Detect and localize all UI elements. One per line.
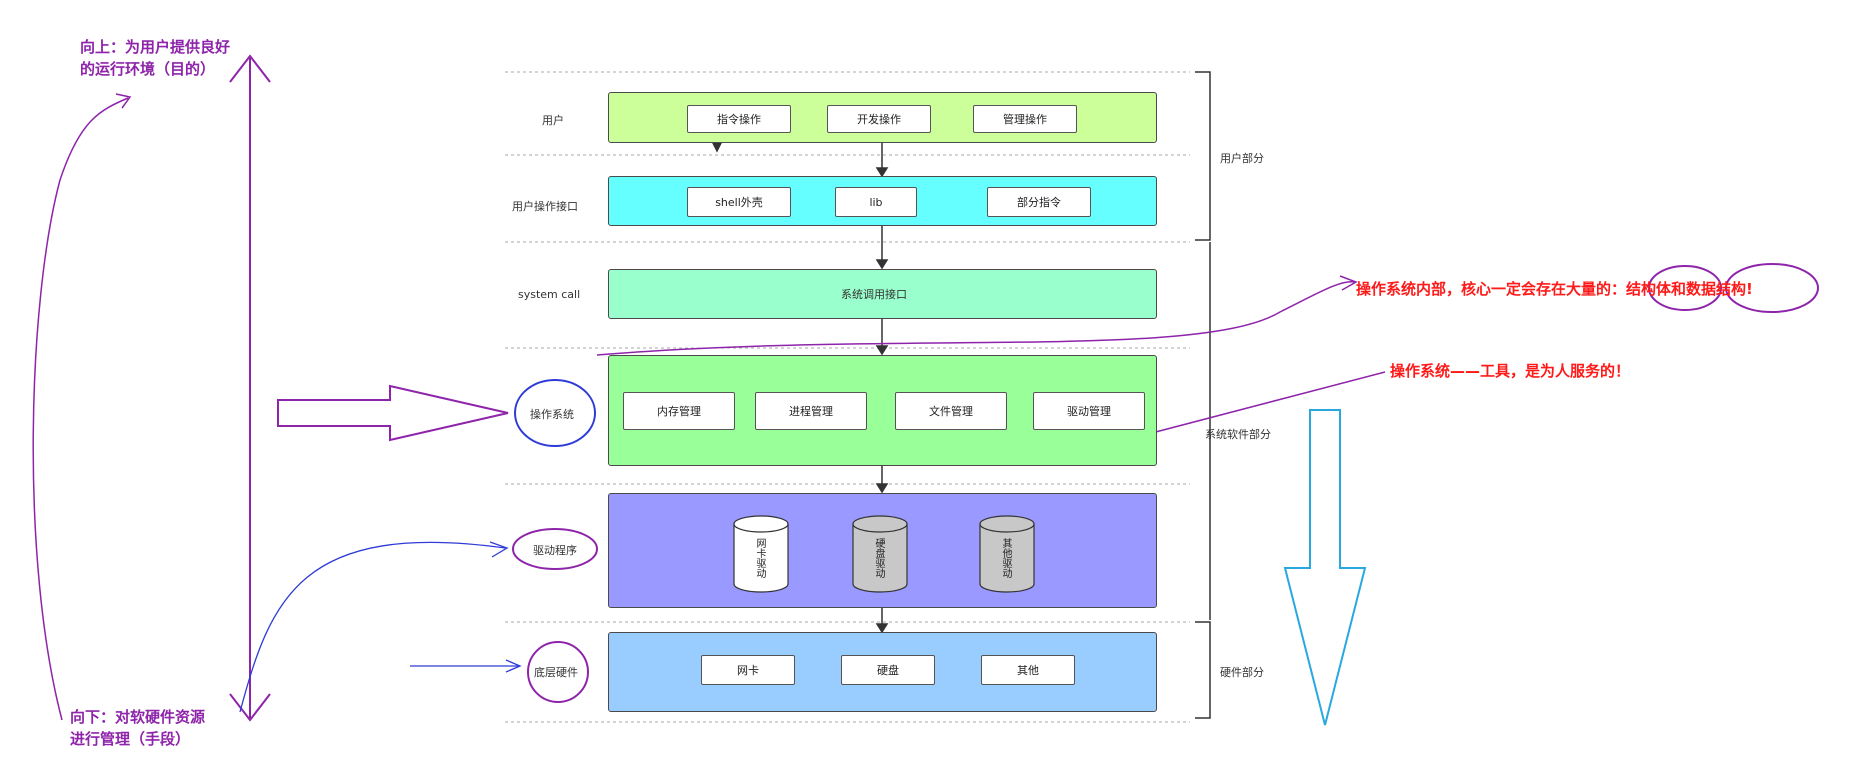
user-item-command: 指令操作: [687, 105, 791, 133]
driver-oval: [512, 528, 598, 570]
annotation-red-1-data-structure: 数据结构!: [1686, 280, 1753, 298]
ui-item-shell: shell外壳: [687, 187, 791, 217]
annotation-top-left: 向上：为用户提供良好 的运行环境（目的）: [80, 38, 231, 78]
driver-cylinder-nic: 网卡驱动: [754, 538, 765, 578]
annotation-red-2: 操作系统——工具，是为人服务的！: [1390, 362, 1631, 380]
driver-cylinder-disk: 硬盘驱动: [873, 538, 884, 578]
user-item-admin: 管理操作: [973, 105, 1077, 133]
layer-label-driver: 驱动程序: [533, 544, 577, 557]
struct-oval: [1648, 265, 1722, 311]
section-brackets: [1195, 71, 1211, 719]
section-system-part: 系统软件部分: [1205, 428, 1271, 441]
layer-hardware: 网卡 硬盘 其他: [608, 632, 1157, 712]
os-item-driver: 驱动管理: [1033, 392, 1145, 430]
layer-label-system-call: system call: [518, 288, 581, 301]
annotation-bottom-left: 向下：对软硬件资源 进行管理（手段）: [70, 708, 206, 748]
hw-item-other: 其他: [981, 655, 1075, 685]
hw-item-nic: 网卡: [701, 655, 795, 685]
layer-driver: 网卡驱动 硬盘驱动 其他驱动: [608, 493, 1157, 608]
os-item-file: 文件管理: [895, 392, 1007, 430]
layer-system-call: 系统调用接口: [608, 269, 1157, 319]
layer-label-os: 操作系统: [530, 408, 574, 421]
hardware-oval: [527, 641, 589, 703]
layer-user-interface: shell外壳 lib 部分指令: [608, 176, 1157, 226]
layer-label-hardware: 底层硬件: [534, 666, 578, 679]
dashed-separators: [505, 71, 1190, 723]
flow-arrows: [711, 142, 889, 634]
driver-cylinder-other: 其他驱动: [1000, 538, 1011, 578]
layer-label-user: 用户: [542, 114, 564, 127]
cyan-down-arrow: [1283, 409, 1367, 726]
blue-arrowhead-hardware: [505, 659, 522, 673]
system-call-interface: 系统调用接口: [841, 288, 907, 301]
curve-arrowhead-left: [115, 93, 132, 109]
os-item-process: 进程管理: [755, 392, 867, 430]
section-hardware-part: 硬件部分: [1220, 666, 1264, 679]
driver-cylinders: [733, 515, 1035, 593]
ui-item-partial-cmd: 部分指令: [987, 187, 1091, 217]
line-to-annotation-2: [1124, 371, 1386, 441]
hollow-arrow-right: [277, 384, 509, 442]
layer-user: 指令操作 开发操作 管理操作: [608, 92, 1157, 143]
blue-arrowhead-driver: [489, 541, 509, 558]
annotation-red-1-struct: 结构体: [1626, 280, 1672, 298]
os-item-memory: 内存管理: [623, 392, 735, 430]
annotation-red-1-and: 和: [1671, 280, 1687, 298]
user-item-dev: 开发操作: [827, 105, 931, 133]
annotation-red-1: 操作系统内部，核心一定会存在大量的：结构体和数据结构!: [1356, 278, 1753, 299]
os-circle: [514, 379, 596, 447]
vertical-double-arrow: [229, 54, 271, 722]
curve-connector-right: [596, 281, 1356, 356]
hw-item-disk: 硬盘: [841, 655, 935, 685]
data-structure-oval: [1725, 263, 1819, 313]
annotation-red-1-prefix: 操作系统内部，核心一定会存在大量的：: [1356, 280, 1627, 298]
section-user-part: 用户部分: [1220, 152, 1264, 165]
curve-arrowhead-right: [1339, 275, 1358, 291]
blue-connector-driver: [239, 541, 506, 713]
ui-item-lib: lib: [835, 187, 917, 217]
layer-os: 内存管理 进程管理 文件管理 驱动管理: [608, 355, 1157, 466]
layer-label-user-interface: 用户操作接口: [512, 200, 578, 213]
curve-connector-left: [32, 97, 129, 721]
